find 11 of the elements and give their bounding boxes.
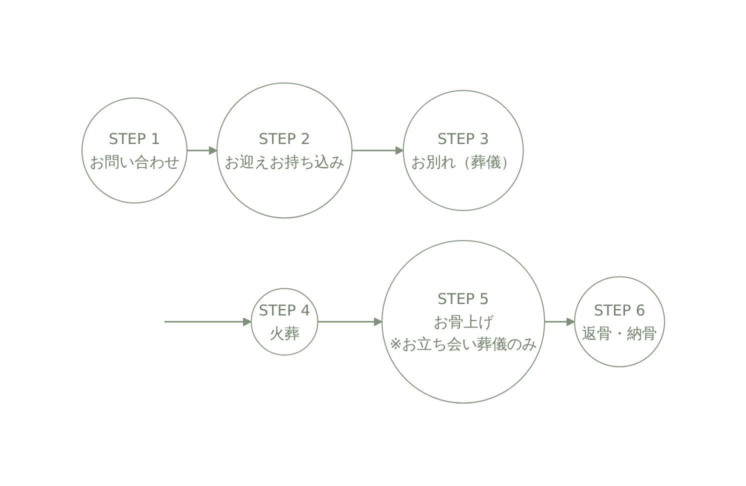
- node-circle: STEP 6 返骨・納骨: [574, 276, 665, 368]
- node-circle: STEP 3 お別れ（葬儀）: [402, 90, 524, 211]
- arrow: [352, 146, 404, 155]
- node-circle: STEP 5 お骨上げ ※お立ち会い葬儀のみ: [381, 240, 545, 404]
- arrow: [317, 317, 382, 326]
- node-circle: STEP 4 火葬: [250, 288, 318, 356]
- arrow: [186, 146, 218, 155]
- arrow: [164, 317, 252, 326]
- arrow: [544, 317, 575, 326]
- node-circle: STEP 1 お問い合わせ: [81, 97, 188, 204]
- node-circle: STEP 2 お迎えお持ち込み: [216, 82, 352, 218]
